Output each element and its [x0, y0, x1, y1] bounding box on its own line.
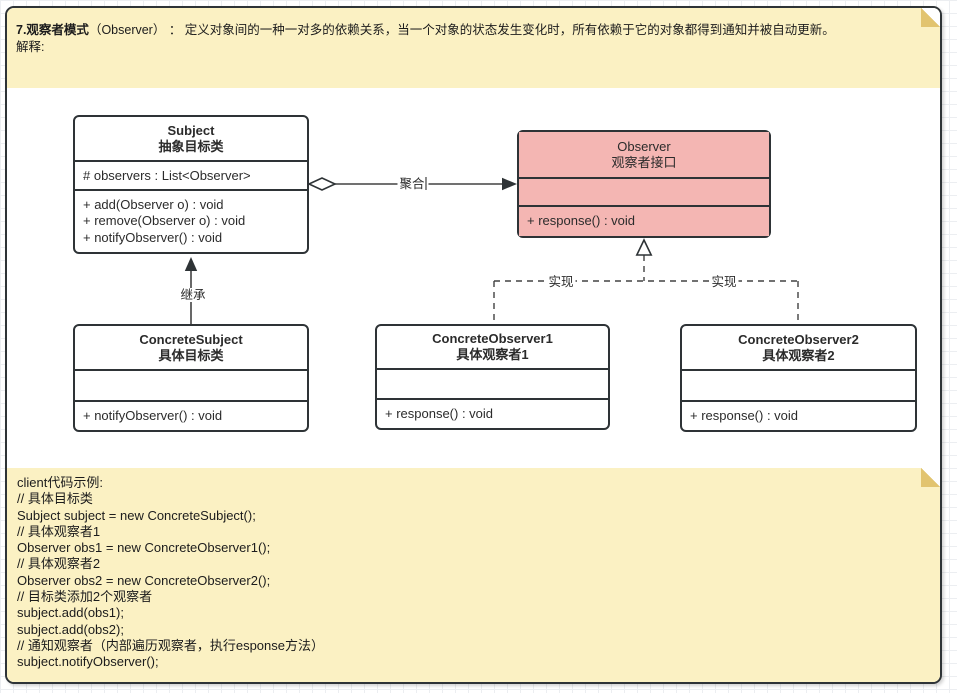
method: + add(Observer o) : void — [83, 196, 224, 212]
code-line: // 通知观察者（内部遍历观察者，执行esponse方法） — [17, 637, 324, 653]
class-methods: + response() : void — [519, 207, 769, 236]
pattern-title: 7.观察者模式 — [16, 23, 89, 37]
class-title: ConcreteObserver2 具体观察者2 — [682, 326, 915, 369]
class-methods: + response() : void — [682, 402, 915, 430]
note-title-line: 7.观察者模式（Observer） ： 定义对象间的一种一对多的依赖关系，当一个… — [16, 22, 926, 39]
class-observer[interactable]: Observer 观察者接口 + response() : void — [517, 130, 771, 238]
class-attributes: # observers : List<Observer> — [75, 160, 307, 191]
code-line: subject.add(obs1); — [17, 605, 124, 621]
realization-label-1[interactable]: 实现 — [546, 275, 576, 289]
method: + remove(Observer o) : void — [83, 213, 246, 229]
description-note[interactable]: 7.观察者模式（Observer） ： 定义对象间的一种一对多的依赖关系，当一个… — [7, 8, 940, 88]
method: + response() : void — [690, 407, 799, 423]
class-concrete-observer1[interactable]: ConcreteObserver1 具体观察者1 + response() : … — [375, 324, 610, 430]
class-name: ConcreteObserver1 — [432, 331, 553, 346]
code-line: // 具体目标类 — [17, 491, 93, 507]
note-line2: 解释: — [16, 40, 45, 54]
note-fold-corner-icon — [921, 8, 940, 27]
class-subject[interactable]: Subject 抽象目标类 # observers : List<Observe… — [73, 115, 309, 254]
class-concrete-observer2[interactable]: ConcreteObserver2 具体观察者2 + response() : … — [680, 324, 917, 432]
class-cn-name: 具体观察者2 — [762, 347, 835, 363]
diagram-page: 7.观察者模式（Observer） ： 定义对象间的一种一对多的依赖关系，当一个… — [5, 6, 942, 684]
code-line: Subject subject = new ConcreteSubject(); — [17, 507, 256, 523]
class-title: Observer 观察者接口 — [519, 132, 769, 177]
text-cursor — [425, 177, 427, 190]
code-line: client代码示例: — [17, 475, 103, 490]
class-attributes — [377, 368, 608, 400]
client-code-note[interactable]: client代码示例: // 具体目标类 Subject subject = n… — [7, 468, 940, 682]
realization-label-2[interactable]: 实现 — [709, 275, 739, 289]
class-attributes — [519, 177, 769, 207]
method: + response() : void — [527, 213, 636, 229]
pattern-description: （Observer） ： 定义对象间的一种一对多的依赖关系，当一个对象的状态发生… — [88, 23, 835, 37]
method: + notifyObserver() : void — [83, 229, 223, 245]
method: + notifyObserver() : void — [83, 407, 223, 423]
class-name: Observer — [617, 138, 671, 154]
class-name: ConcreteSubject — [139, 331, 243, 347]
class-methods: + response() : void — [377, 400, 608, 428]
aggregation-label[interactable]: 聚合 — [397, 177, 429, 191]
class-methods: + notifyObserver() : void — [75, 402, 307, 430]
class-title: Subject 抽象目标类 — [75, 117, 307, 160]
code-line: // 目标类添加2个观察者 — [17, 589, 153, 605]
code-line: Observer obs2 = new ConcreteObserver2(); — [17, 572, 271, 588]
method: + response() : void — [385, 405, 494, 421]
class-name: ConcreteObserver2 — [738, 331, 859, 347]
code-line: Observer obs1 = new ConcreteObserver1(); — [17, 540, 271, 556]
class-cn-name: 具体观察者1 — [456, 347, 529, 362]
attribute: # observers : List<Observer> — [83, 168, 251, 183]
class-name: Subject — [167, 122, 215, 138]
code-line: subject.notifyObserver(); — [17, 654, 159, 670]
code-line: // 具体观察者2 — [17, 556, 101, 572]
class-cn-name: 抽象目标类 — [158, 138, 224, 154]
code-line: // 具体观察者1 — [17, 523, 101, 539]
code-line: subject.add(obs2); — [17, 621, 124, 637]
class-methods: + add(Observer o) : void + remove(Observ… — [75, 191, 307, 252]
inheritance-label[interactable]: 继承 — [178, 288, 208, 302]
class-cn-name: 具体目标类 — [158, 347, 224, 363]
class-title: ConcreteObserver1 具体观察者1 — [377, 326, 608, 368]
class-title: ConcreteSubject 具体目标类 — [75, 326, 307, 369]
class-attributes — [75, 369, 307, 402]
class-concrete-subject[interactable]: ConcreteSubject 具体目标类 + notifyObserver()… — [73, 324, 309, 432]
note-fold-corner-icon — [921, 468, 940, 487]
class-cn-name: 观察者接口 — [611, 154, 677, 170]
class-attributes — [682, 369, 915, 402]
